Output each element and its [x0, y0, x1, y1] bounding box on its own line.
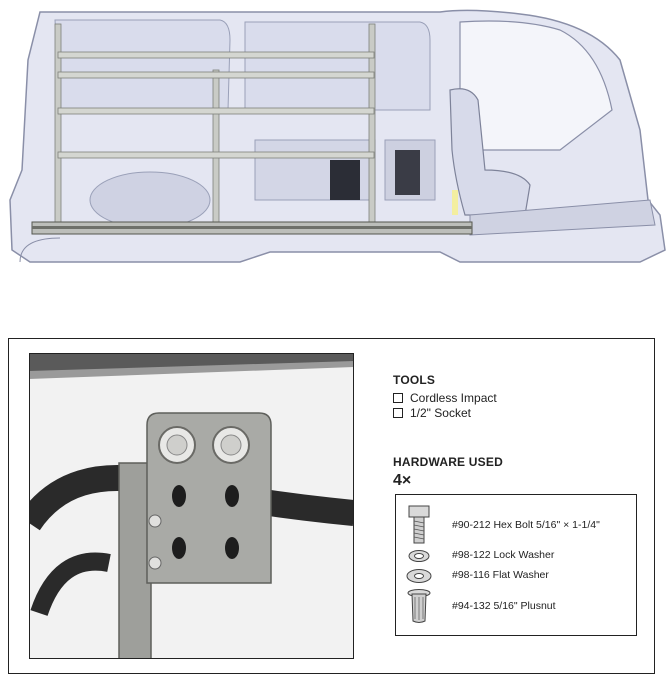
lock-washer-icon	[408, 550, 430, 562]
driver-seat	[449, 88, 531, 216]
plusnut-icon	[407, 589, 431, 623]
rack-rail	[57, 151, 375, 159]
tool-item: 1/2" Socket	[393, 406, 471, 420]
bracket-closeup-photo	[29, 353, 354, 659]
hex-bolt-icon	[408, 505, 430, 544]
hardware-label: #98-122 Lock Washer	[452, 549, 555, 561]
tool-label: 1/2" Socket	[410, 406, 471, 420]
hardware-item: #90-212 Hex Bolt 5/16" × 1-1/4"	[396, 505, 636, 547]
hardware-item: #94-132 5/16" Plusnut	[396, 589, 636, 625]
hardware-label: #98-116 Flat Washer	[452, 569, 549, 581]
hardware-item: #98-122 Lock Washer	[396, 547, 636, 565]
hardware-label: #90-212 Hex Bolt 5/16" × 1-1/4"	[452, 519, 600, 531]
rack-upright	[212, 69, 220, 226]
hardware-quantity: 4×	[393, 472, 412, 489]
instruction-panel: TOOLS Cordless Impact 1/2" Socket HARDWA…	[8, 338, 655, 674]
hardware-list-box: #90-212 Hex Bolt 5/16" × 1-1/4" #98-122 …	[395, 494, 637, 636]
rack-rail	[57, 71, 375, 79]
hardware-item: #98-116 Flat Washer	[396, 567, 636, 585]
tool-item: Cordless Impact	[393, 391, 497, 405]
rack-rail	[57, 51, 375, 59]
upright-tube	[118, 462, 152, 659]
checkbox-icon	[393, 408, 403, 418]
rack-rail	[57, 107, 375, 115]
tools-heading: TOOLS	[393, 373, 436, 387]
van-rack-illustration	[9, 9, 666, 263]
checkbox-icon	[393, 393, 403, 403]
flat-washer-icon	[406, 569, 432, 583]
hardware-heading: HARDWARE USED	[393, 455, 503, 469]
hardware-label: #94-132 5/16" Plusnut	[452, 600, 556, 612]
tool-label: Cordless Impact	[410, 391, 497, 405]
